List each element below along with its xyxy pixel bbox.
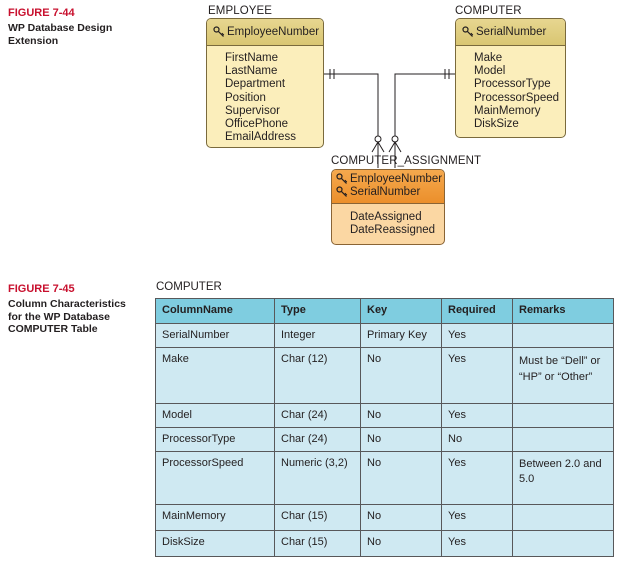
attribute: OfficePhone [225, 118, 289, 131]
employee-attributes: FirstName LastName Department Position S… [207, 46, 323, 144]
table-cell: Yes [441, 403, 513, 428]
computer-assignment-entity: EmployeeNumber SerialNumber DateAssigned… [331, 169, 445, 245]
attribute: ProcessorType [474, 78, 551, 91]
assignment-key-rows: EmployeeNumber SerialNumber [332, 170, 444, 204]
figure-45-label: FIGURE 7-45 [8, 283, 75, 295]
computer-entity: SerialNumber Make Model ProcessorType Pr… [455, 18, 566, 138]
caption-line: for the WP Database [8, 310, 110, 323]
table-cell: Yes [441, 323, 513, 348]
primary-key-label: SerialNumber [350, 185, 421, 198]
key-icon [336, 186, 348, 198]
table-cell: MainMemory [155, 504, 275, 531]
attribute: DiskSize [474, 118, 519, 131]
table-cell [512, 530, 614, 557]
table-cell: Numeric (3,2) [274, 451, 361, 505]
caption-line: Column Characteristics [8, 298, 126, 310]
column-characteristics-table: ColumnName Type Key Required Remarks Ser… [155, 298, 614, 557]
column-header: Required [441, 298, 513, 324]
computer-assignment-line [394, 73, 455, 136]
attribute: MainMemory [474, 104, 541, 117]
attribute: Model [474, 65, 506, 78]
table-cell: Yes [441, 504, 513, 531]
table-row: Model Char (24) No Yes [155, 403, 614, 428]
primary-key-label: EmployeeNumber [227, 26, 320, 38]
table-cell: No [360, 427, 442, 452]
relationship-lines [323, 69, 455, 168]
table-cell [512, 504, 614, 531]
figure-44-caption: WP Database Design Extension [8, 22, 112, 47]
table-cell: No [360, 403, 442, 428]
attribute: EmailAddress [225, 131, 296, 144]
table-row: DiskSize Char (15) No Yes [155, 530, 614, 557]
attribute: LastName [225, 65, 278, 78]
assignment-attributes: DateAssigned DateReassigned [332, 204, 444, 237]
employee-assignment-line [323, 73, 379, 136]
table-header-row: ColumnName Type Key Required Remarks [155, 298, 614, 324]
table-cell: Make [155, 347, 275, 404]
column-header: ColumnName [155, 298, 275, 324]
table-cell: ProcessorType [155, 427, 275, 452]
primary-key-label: EmployeeNumber [350, 173, 443, 185]
column-header: Remarks [512, 298, 614, 324]
table-row: MainMemory Char (15) No Yes [155, 504, 614, 531]
table-row: ProcessorType Char (24) No No [155, 427, 614, 452]
primary-key-label: SerialNumber [476, 26, 547, 38]
table-row: ProcessorSpeed Numeric (3,2) No Yes Betw… [155, 451, 614, 505]
table-cell: Model [155, 403, 275, 428]
figure-45-caption: Column Characteristics for the WP Databa… [8, 298, 126, 336]
attribute: FirstName [225, 52, 279, 64]
attribute: Supervisor [225, 104, 280, 117]
caption-line: Extension [8, 34, 59, 47]
key-row: EmployeeNumber [336, 173, 444, 186]
table-cell: Char (15) [274, 530, 361, 557]
computer-key-row: SerialNumber [456, 19, 565, 46]
attribute: Department [225, 78, 286, 91]
column-header: Key [360, 298, 442, 324]
attribute: Position [225, 91, 266, 104]
table-cell: No [360, 451, 442, 505]
table-cell: Char (24) [274, 403, 361, 428]
table-cell [512, 403, 614, 428]
table-cell [512, 427, 614, 452]
table-cell: SerialNumber [155, 323, 275, 348]
table-cell: No [441, 427, 513, 452]
key-icon [336, 173, 348, 185]
table-cell: No [360, 530, 442, 557]
key-icon [213, 26, 225, 38]
table-cell: No [360, 504, 442, 531]
attribute: ProcessorSpeed [474, 91, 560, 104]
table-row: SerialNumber Integer Primary Key Yes [155, 323, 614, 348]
attribute: DateAssigned [350, 211, 422, 223]
table-cell: Yes [441, 530, 513, 557]
table-cell: ProcessorSpeed [155, 451, 275, 505]
figure-44-label: FIGURE 7-44 [8, 7, 75, 19]
table-row: Make Char (12) No Yes Must be “Dell” or … [155, 347, 614, 404]
key-row: SerialNumber [336, 186, 444, 199]
caption-line: COMPUTER Table [8, 323, 98, 335]
table-cell: Char (15) [274, 504, 361, 531]
computer-attributes: Make Model ProcessorType ProcessorSpeed … [456, 46, 565, 131]
employee-entity-title: EMPLOYEE [208, 5, 273, 17]
caption-line: WP Database Design [8, 22, 113, 34]
column-header: Type [274, 298, 361, 324]
employee-entity: EmployeeNumber FirstName LastName Depart… [206, 18, 324, 148]
table-cell: Char (24) [274, 427, 361, 452]
attribute: Make [474, 52, 503, 64]
table-cell: Between 2.0 and 5.0 [512, 451, 614, 505]
table-cell: Must be “Dell” or “HP” or “Other” [512, 347, 614, 404]
key-icon [462, 26, 474, 38]
table-cell: Char (12) [274, 347, 361, 404]
table-cell: DiskSize [155, 530, 275, 557]
table-cell [512, 323, 614, 348]
table-cell: No [360, 347, 442, 404]
employee-key-row: EmployeeNumber [207, 19, 323, 46]
attribute: DateReassigned [350, 224, 436, 237]
table-cell: Integer [274, 323, 361, 348]
table-title: COMPUTER [156, 281, 222, 293]
table-cell: Yes [441, 347, 513, 404]
table-cell: Yes [441, 451, 513, 505]
assignment-entity-title: COMPUTER_ASSIGNMENT [331, 155, 482, 167]
table-cell: Primary Key [360, 323, 442, 348]
computer-entity-title: COMPUTER [455, 5, 522, 17]
